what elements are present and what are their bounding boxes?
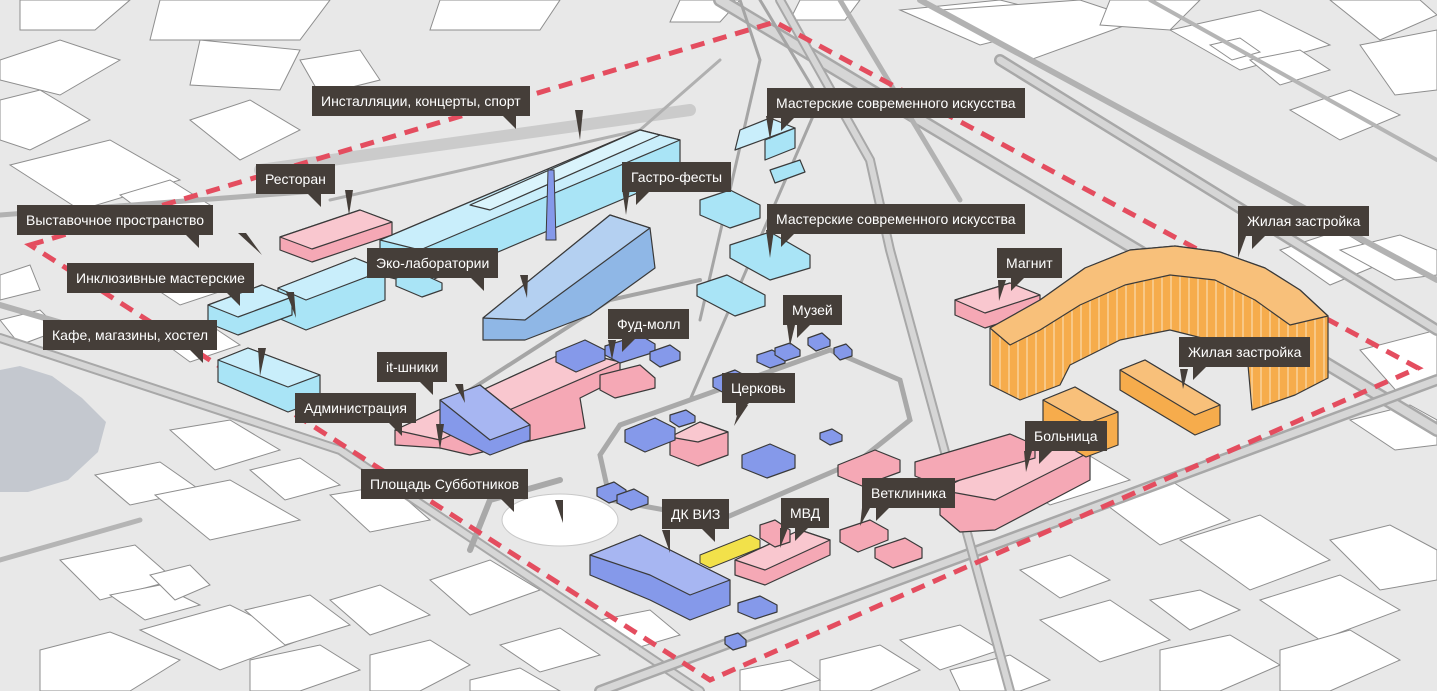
label-contemporary-art-studios-middle: Мастерские современного искусства (767, 204, 1025, 247)
label-subbotnikov-square: Площадь Субботников (361, 469, 529, 512)
label-dk-viz: ДК ВИЗ (662, 499, 730, 542)
subbotnikov-square-plaza (501, 493, 619, 547)
label-church: Церковь (722, 373, 795, 416)
label-contemporary-art-studios-north: Мастерские современного искусства (767, 88, 1025, 131)
label-housing-north: Жилая застройка (1238, 206, 1370, 249)
label-gastro-fests: Гастро-фесты (622, 162, 732, 205)
label-concerts: Инсталляции, концерты, спорт (312, 86, 530, 129)
label-hospital: Больница (1025, 421, 1107, 464)
label-inclusive-workshops: Инклюзивные мастерские (67, 263, 254, 306)
label-administration: Администрация (295, 393, 416, 436)
label-food-mall: Фуд-молл (608, 309, 690, 352)
public-buildings (279, 209, 1091, 586)
label-cafe-shops-hostel: Кафе, магазины, хостел (43, 320, 218, 363)
label-housing-south: Жилая застройка (1179, 337, 1311, 380)
label-museum: Музей (783, 295, 842, 338)
yellow-annex (699, 534, 761, 569)
label-eco-labs: Эко-лаборатории (367, 248, 499, 291)
label-mvd: МВД (781, 498, 830, 541)
label-it-people: it-шники (377, 352, 448, 395)
label-magnit: Магнит (997, 248, 1062, 291)
chimney (545, 169, 557, 241)
culture-buildings (207, 117, 811, 413)
eco-lab-building (482, 214, 656, 341)
label-restaurant: Ресторан (256, 164, 335, 207)
water-body (0, 366, 106, 492)
label-vet-clinic: Ветклиника (862, 478, 956, 521)
label-exhibition-space: Выставочное пространство (17, 205, 214, 248)
civic-buildings (439, 332, 853, 651)
